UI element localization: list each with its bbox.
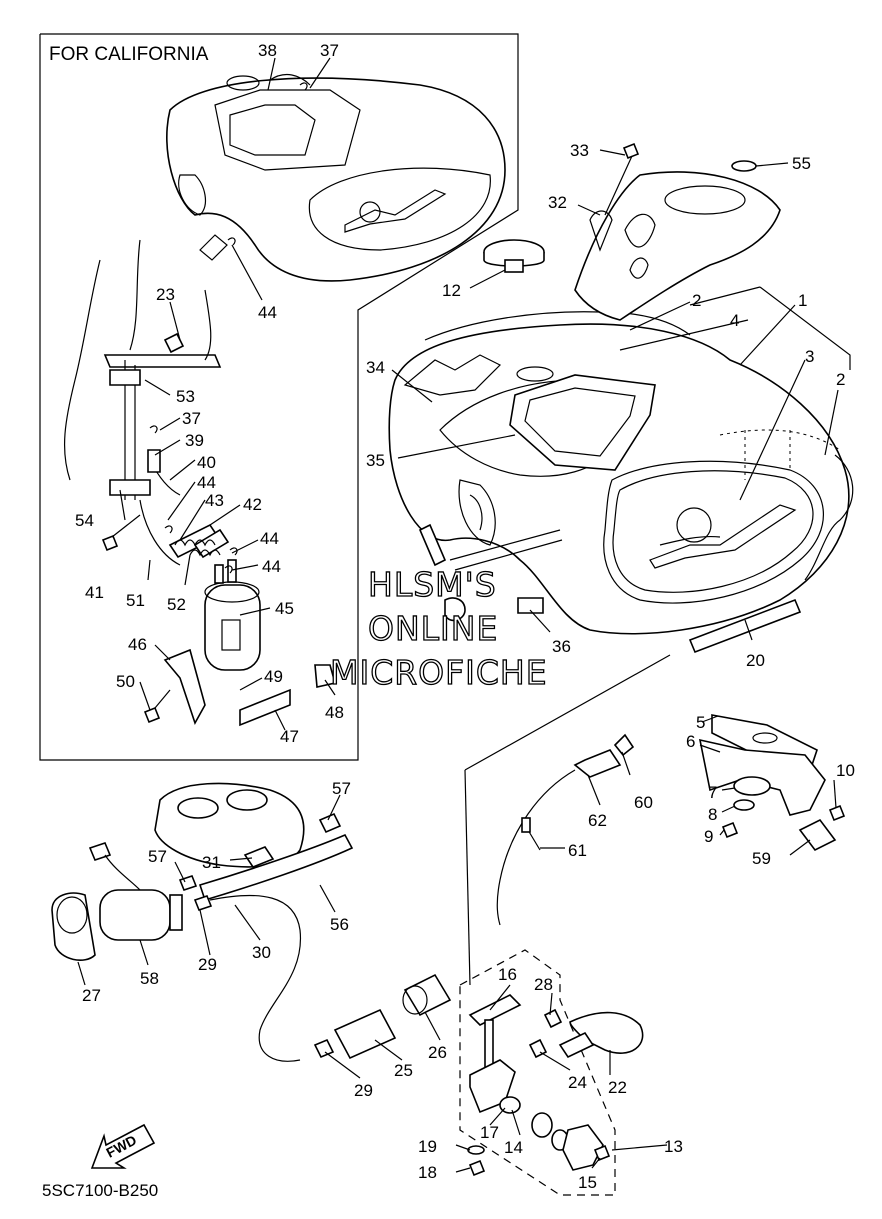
- watermark: HLSM'S ONLINE MICROFICHE: [329, 564, 548, 692]
- callout-38: 38: [258, 41, 277, 60]
- callout-3: 3: [805, 347, 814, 366]
- callout-46: 46: [128, 635, 147, 654]
- callout-30: 30: [252, 943, 271, 962]
- callout-44: 44: [197, 473, 216, 492]
- callout-48: 48: [325, 703, 344, 722]
- callout-26: 26: [428, 1043, 447, 1062]
- inset-title: FOR CALIFORNIA: [49, 44, 209, 65]
- callout-7: 7: [708, 783, 717, 802]
- callout-32: 32: [548, 193, 567, 212]
- callout-57: 57: [332, 779, 351, 798]
- callout-29: 29: [198, 955, 217, 974]
- callout-8: 8: [708, 805, 717, 824]
- diagram-code: 5SC7100-B250: [42, 1181, 158, 1200]
- fuel-cap: [483, 239, 545, 273]
- california-inset: FOR CALIFORNIA: [39, 33, 519, 761]
- callout-13: 13: [664, 1137, 683, 1156]
- callout-56: 56: [330, 915, 349, 934]
- callout-42: 42: [243, 495, 262, 514]
- callout-16: 16: [498, 965, 517, 984]
- callout-44: 44: [258, 303, 277, 322]
- callout-24: 24: [568, 1073, 587, 1092]
- callout-23: 23: [156, 285, 175, 304]
- callout-50: 50: [116, 672, 135, 691]
- callout-5: 5: [696, 713, 705, 732]
- callout-labels: 38 37 44 23 53 37 39 40 44 43 42 44 44 4…: [75, 41, 855, 1192]
- callout-43: 43: [205, 491, 224, 510]
- callout-2: 2: [836, 370, 845, 389]
- charcoal-canister: [204, 559, 261, 671]
- callout-57: 57: [148, 847, 167, 866]
- callout-20: 20: [746, 651, 765, 670]
- watermark-line-3: MICROFICHE: [330, 653, 548, 692]
- mounting-brackets: [698, 714, 846, 852]
- callout-40: 40: [197, 453, 216, 472]
- callout-33: 33: [570, 141, 589, 160]
- callout-25: 25: [394, 1061, 413, 1080]
- callout-41: 41: [85, 583, 104, 602]
- inset-fuel-tank: [166, 73, 506, 282]
- fuel-cock-assembly: [459, 949, 644, 1196]
- callout-54: 54: [75, 511, 94, 530]
- callout-10: 10: [836, 761, 855, 780]
- callout-2: 2: [692, 291, 701, 310]
- leader-lines: [77, 57, 851, 1173]
- callout-14: 14: [504, 1138, 523, 1157]
- callout-19: 19: [418, 1137, 437, 1156]
- callout-58: 58: [140, 969, 159, 988]
- callout-6: 6: [686, 732, 695, 751]
- callout-44: 44: [262, 557, 281, 576]
- tank-cover: [574, 171, 781, 321]
- callout-15: 15: [578, 1173, 597, 1192]
- callout-44: 44: [260, 529, 279, 548]
- callout-55: 55: [792, 154, 811, 173]
- callout-59: 59: [752, 849, 771, 868]
- callout-29: 29: [354, 1081, 373, 1100]
- callout-1: 1: [798, 291, 807, 310]
- callout-47: 47: [280, 727, 299, 746]
- watermark-line-2: ONLINE: [368, 609, 498, 648]
- callout-62: 62: [588, 811, 607, 830]
- callout-4: 4: [730, 311, 739, 330]
- callout-9: 9: [704, 827, 713, 846]
- callout-51: 51: [126, 591, 145, 610]
- callout-35: 35: [366, 451, 385, 470]
- callout-27: 27: [82, 986, 101, 1005]
- callout-60: 60: [634, 793, 653, 812]
- callout-31: 31: [202, 853, 221, 872]
- callout-37: 37: [182, 409, 201, 428]
- choke-cable: [496, 733, 635, 926]
- callout-61: 61: [568, 841, 587, 860]
- callout-12: 12: [442, 281, 461, 300]
- callout-36: 36: [552, 637, 571, 656]
- fwd-arrow: FWD: [90, 1123, 156, 1169]
- callout-39: 39: [185, 431, 204, 450]
- callout-22: 22: [608, 1078, 627, 1097]
- callout-52: 52: [167, 595, 186, 614]
- callout-49: 49: [264, 667, 283, 686]
- fuel-pump-assembly: [51, 782, 354, 1062]
- callout-18: 18: [418, 1163, 437, 1182]
- watermark-line-1: HLSM'S: [368, 565, 497, 604]
- callout-17: 17: [480, 1123, 499, 1142]
- callout-37: 37: [320, 41, 339, 60]
- callout-28: 28: [534, 975, 553, 994]
- callout-34: 34: [366, 358, 385, 377]
- callout-45: 45: [275, 599, 294, 618]
- callout-53: 53: [176, 387, 195, 406]
